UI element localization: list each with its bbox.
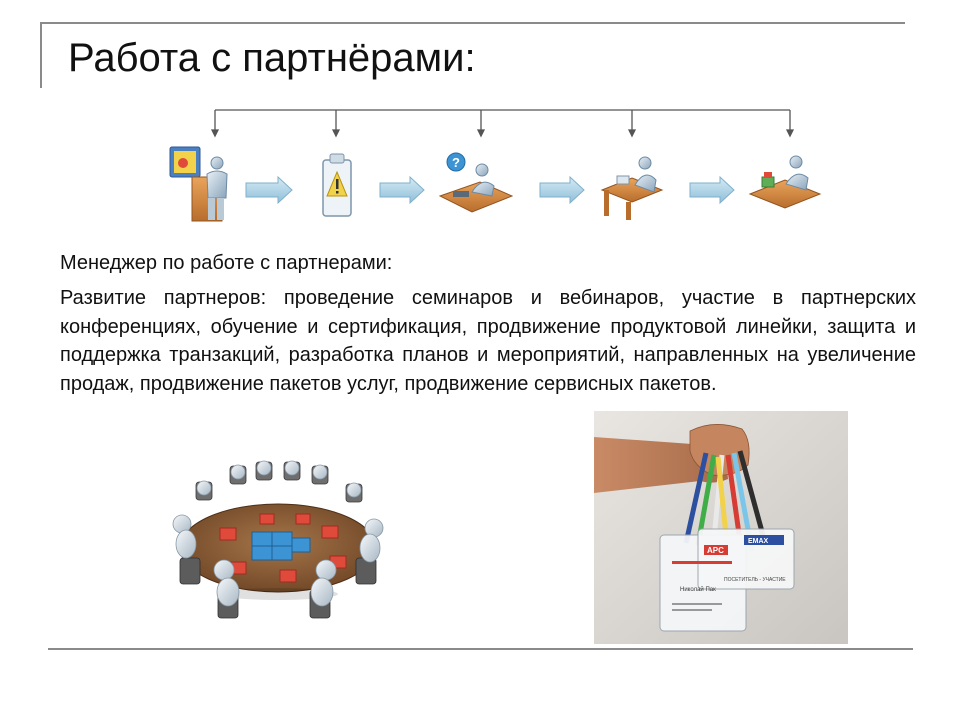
process-arrow-icon bbox=[689, 175, 735, 205]
helpdesk-question-icon: ? bbox=[438, 152, 514, 213]
puzzle-pieces bbox=[219, 513, 347, 583]
round-table-illustration bbox=[172, 460, 384, 619]
badge-name-text: Николай Пак bbox=[680, 586, 716, 593]
clipboard-exclamation-icon bbox=[322, 153, 352, 217]
presentation-person-icon bbox=[169, 146, 228, 222]
badge-logo-left bbox=[704, 545, 728, 555]
feedback-bracket bbox=[210, 109, 795, 138]
badge-brand-right: EMAX bbox=[748, 538, 769, 545]
training-desk-icon bbox=[600, 156, 664, 220]
badge-role-text: ПОСЕТИТЕЛЬ - УЧАСТИЕ bbox=[724, 577, 786, 583]
process-arrow-icon bbox=[379, 175, 425, 205]
body-paragraph: Развитие партнеров: проведение семинаров… bbox=[60, 287, 916, 395]
office-desk-icon bbox=[748, 155, 822, 209]
left-divider bbox=[40, 22, 42, 88]
badges-photo: APC EMAX Николай Пак ПОСЕТИТЕЛЬ - УЧАСТИ… bbox=[594, 411, 848, 644]
slide-title: Работа с партнёрами: bbox=[68, 36, 476, 80]
badge-logo-right bbox=[744, 535, 784, 545]
process-arrow-icon bbox=[245, 175, 293, 205]
badge-brand-left: APC bbox=[707, 546, 724, 555]
process-arrow-icon bbox=[539, 175, 585, 205]
top-divider bbox=[40, 22, 905, 24]
bottom-divider bbox=[48, 648, 913, 650]
process-diagram: ? bbox=[169, 109, 822, 222]
subtitle: Менеджер по работе с партнерами: bbox=[60, 252, 393, 274]
svg-text:?: ? bbox=[452, 155, 460, 170]
